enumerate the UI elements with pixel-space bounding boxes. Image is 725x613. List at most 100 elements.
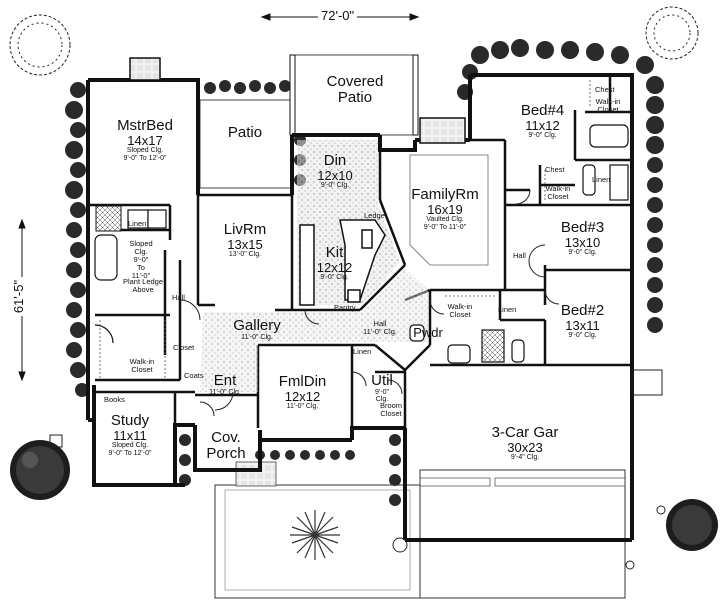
room-name: FmlDin [278,373,327,390]
room-bed2: Bed#2 13x11 9'-0" Clg. [550,303,615,340]
label-closet-left: Closet [173,343,195,352]
room-name: Kit [325,244,344,261]
room-note: Sloped Clg. [111,442,149,450]
room-fmldin: FmlDin 12x12 11'-0" Clg. [265,374,340,411]
room-note: 13'-0" Clg. [228,251,262,259]
room-size: 13x15 [227,236,263,252]
room-name: Bed#2 [560,302,605,319]
label-walkin-master: Walk-in Closet [122,358,162,374]
room-size: 12x12 [316,259,353,275]
room-name: Cov. [211,429,241,446]
room-note: 9'-0" Clg. [320,182,350,190]
label-line: 9'-0" [133,254,149,264]
label-walkin-bed4: Walk-in Closet [588,98,628,114]
room-size: 11x11 [113,427,147,443]
room-note: Clg. [375,396,389,404]
room-covered-patio: Covered Patio [310,74,400,106]
tree-top-right [645,6,699,60]
label-hall-right: Hall [513,251,526,260]
room-note: 9'-0" To 11'-0" [423,223,467,231]
family-vaulted-outline [409,154,489,266]
label-line: Closet [597,104,619,114]
room-name: FamilyRm [411,186,479,203]
label-line: Hall [373,319,387,328]
shrub-front-small [392,505,666,570]
label-line: Closet [131,364,153,374]
room-name: LivRm [223,221,267,238]
room-livrm: LivRm 13x15 13'-0" Clg. [210,222,280,259]
label-linen-bed3: Linen [592,175,611,184]
room-note: 9'-0" [375,388,389,396]
depth-dimension: 61'-5" [11,276,27,317]
label-line: Closet [449,309,471,319]
hedge-right [457,39,664,333]
room-cov-porch: Cov. Porch [196,430,256,462]
room-name: Porch [206,444,246,462]
covered-patio-post-right [412,54,419,136]
room-name: Ent [213,372,237,389]
tree-top-left [9,14,71,76]
room-util: Util 9'-0" Clg. [362,373,402,403]
room-gallery: Gallery 11'-0" Clg. [222,318,292,341]
room-note: Vaulted Clg. [426,216,464,224]
room-patio: Patio [215,125,275,141]
label-ledge: Ledge [364,211,385,220]
room-din: Din 12x10 9'-0" Clg. [305,153,365,190]
label-books: Books [104,395,125,404]
decorative-bush-front [290,510,340,560]
room-name: Din [323,152,347,169]
room-name: Patio [337,88,373,106]
patio-slab [199,99,293,189]
label-line: Sloped [129,239,153,248]
label-line: Broom [379,401,403,410]
room-size: 13x11 [565,317,600,333]
room-kit: Kit 12x12 9'-0" Clg. [312,245,357,282]
room-name: Bed#4 [520,102,565,119]
room-note: 9'-0" To 12'-0" [108,449,152,457]
closet-shelves [99,80,591,378]
room-note: 9'-0" To 12'-0" [123,154,167,162]
room-name: Patio [227,124,263,141]
room-size: 11x12 [525,117,560,133]
shrub-bottom-left [10,440,70,500]
room-note: 9'-4" Clg. [510,454,540,462]
room-name: Study [110,412,150,429]
hedge-front [179,434,401,506]
label-hall-mid: Hall 11'-0" Clg. [360,320,400,336]
shrub-bottom-right [666,499,718,551]
porch-walk [235,461,277,487]
label-line: Walk-in [129,357,155,366]
room-size: 13x10 [564,234,601,250]
label-linen-master: Linen [128,219,147,228]
label-walkin-bed2: Walk-in Closet [440,303,480,319]
room-note: 9'-0" Clg. [568,249,597,257]
label-line: Plant Ledge [122,277,164,286]
interior-walls [88,75,632,428]
room-master-bed: MstrBed 14x17 Sloped Clg. 9'-0" To 12'-0… [105,118,185,162]
room-name: 3-Car Gar [491,424,559,441]
garage-door-2 [494,477,626,487]
room-note: Sloped Clg. [126,147,164,155]
label-linen-mid: Linen [353,347,372,356]
room-note: 9'-0" Clg. [528,132,557,140]
label-line: Clg. [134,246,148,256]
master-fireplace [129,57,161,81]
room-name: MstrBed [117,117,173,134]
room-pwdr: Pwdr [408,326,448,340]
room-size: 30x23 [507,439,543,455]
garage-door-1 [419,477,491,487]
label-line: 11'-0" [131,270,151,280]
hedge-left [65,82,89,397]
room-study: Study 11x11 Sloped Clg. 9'-0" To 12'-0" [100,413,160,457]
label-line: Closet [380,408,402,418]
room-size: 12x10 [317,167,353,183]
gallery-brick-floor [200,268,428,392]
covered-patio-post-left [289,54,296,136]
label-sloped-clg: Sloped Clg. 9'-0" To 11'-0" [124,240,158,279]
room-note: 11'-0" Clg. [241,333,273,341]
garage-side-step [631,369,663,396]
room-name: Bed#3 [560,219,605,236]
fireplace [419,117,466,144]
room-size: 14x17 [127,132,163,148]
